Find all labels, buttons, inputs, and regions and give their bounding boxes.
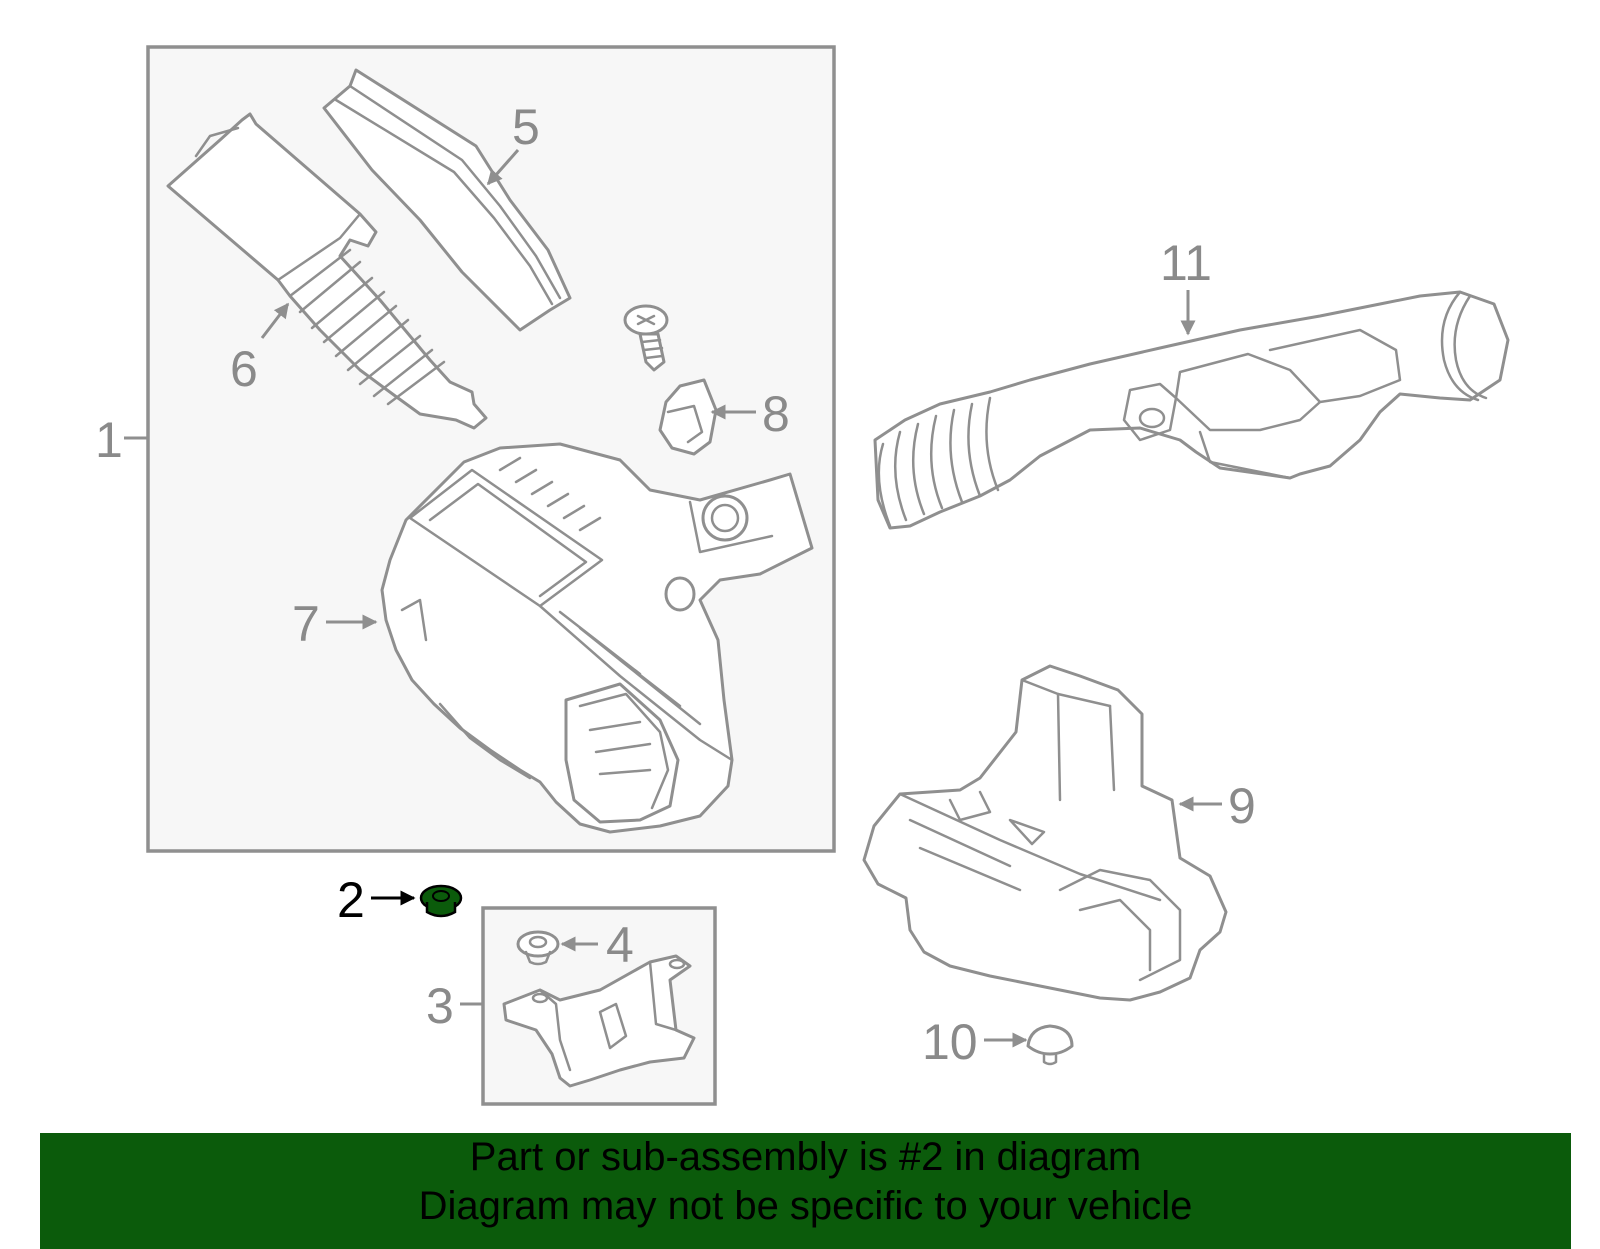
callout-4: 4: [606, 917, 634, 973]
part-11-intake-tube: [873, 290, 1510, 530]
callout-7: 7: [292, 596, 320, 652]
callout-3: 3: [426, 978, 454, 1034]
part-5-filter-element: [322, 68, 572, 332]
callout-5: 5: [512, 99, 540, 155]
part-6-inlet-duct: [166, 112, 488, 430]
part-9-intake-deflector: [862, 664, 1228, 1002]
banner-line-2: Diagram may not be specific to your vehi…: [418, 1184, 1193, 1228]
callout-8: 8: [762, 386, 790, 442]
callout-1: 1: [95, 412, 123, 468]
callout-11: 11: [1160, 235, 1212, 291]
part-3-bracket: [502, 954, 696, 1088]
part-4-grommet: [516, 930, 560, 966]
banner-line-1: Part or sub-assembly is #2 in diagram: [469, 1135, 1142, 1179]
part-7-air-box-housing: [380, 442, 814, 834]
part-8-clip-and-bolt: [623, 304, 718, 456]
leader-lines: [124, 149, 1222, 1048]
info-banner: Part or sub-assembly is #2 in diagram Di…: [40, 1133, 1571, 1249]
callout-9: 9: [1228, 778, 1256, 834]
callout-6: 6: [230, 341, 258, 397]
part-2-grommet[interactable]: [419, 884, 463, 918]
callout-2[interactable]: 2: [337, 872, 365, 928]
part-10-push-pin: [1026, 1024, 1074, 1066]
callout-10: 10: [922, 1014, 978, 1070]
